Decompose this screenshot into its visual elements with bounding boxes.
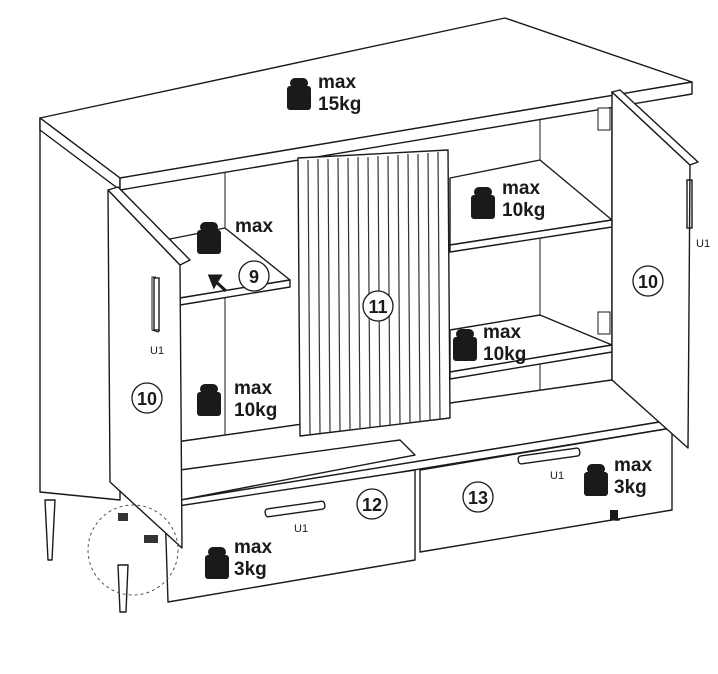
svg-text:12: 12 <box>362 495 382 515</box>
svg-text:max: max <box>318 72 356 93</box>
part-9: 9 <box>238 260 270 292</box>
svg-text:max: max <box>234 378 272 399</box>
part-12: 12 <box>356 488 388 520</box>
svg-text:max: max <box>234 537 272 558</box>
svg-text:11: 11 <box>368 297 387 317</box>
weight-icon <box>453 329 477 361</box>
svg-text:10kg: 10kg <box>234 400 277 421</box>
handle-label: U1 <box>696 238 710 250</box>
right-drawer[interactable] <box>419 427 673 553</box>
weight-right-drawer: max 3kg <box>584 455 652 498</box>
weight-right-lower: max 10kg <box>453 322 526 365</box>
svg-text:max: max <box>614 455 652 476</box>
weight-icon <box>471 187 495 219</box>
left-door[interactable] <box>107 186 191 549</box>
part-11: 11 <box>362 290 394 322</box>
svg-text:10: 10 <box>638 272 658 292</box>
weight-left-shelf: max <box>197 216 273 254</box>
arrow-icon <box>207 274 228 293</box>
svg-text:13: 13 <box>468 488 488 508</box>
drawer-handle[interactable] <box>517 447 581 465</box>
part-10-left: 10 <box>131 382 163 414</box>
detail-circle <box>87 504 179 596</box>
svg-text:10: 10 <box>137 389 157 409</box>
svg-text:max: max <box>502 178 540 199</box>
weight-icon <box>287 78 311 110</box>
drawer-handle[interactable] <box>264 500 326 518</box>
svg-text:10kg: 10kg <box>483 344 526 365</box>
svg-text:3kg: 3kg <box>234 559 267 580</box>
handle-label: U1 <box>150 345 164 357</box>
svg-text:3kg: 3kg <box>614 477 647 498</box>
hinge-icon <box>597 107 611 131</box>
svg-text:9: 9 <box>249 267 259 287</box>
part-13: 13 <box>462 481 494 513</box>
svg-text:10kg: 10kg <box>502 200 545 221</box>
svg-text:15kg: 15kg <box>318 94 361 115</box>
door-handle <box>686 179 693 229</box>
weight-top: max 15kg <box>287 72 361 115</box>
part-10-right: 10 <box>632 265 664 297</box>
handle-label: U1 <box>550 470 564 482</box>
hinge-icon <box>597 311 611 335</box>
weight-icon <box>197 384 221 416</box>
weight-left-drawer: max 3kg <box>205 537 272 580</box>
weight-icon <box>205 547 229 579</box>
svg-text:max: max <box>235 216 273 237</box>
svg-text:max: max <box>483 322 521 343</box>
weight-right-upper: max 10kg <box>471 178 545 221</box>
weight-icon <box>197 222 221 254</box>
handle-label: U1 <box>294 523 308 535</box>
weight-icon <box>584 464 608 496</box>
door-handle <box>151 276 161 333</box>
weight-left-bottom: max 10kg <box>197 378 277 421</box>
